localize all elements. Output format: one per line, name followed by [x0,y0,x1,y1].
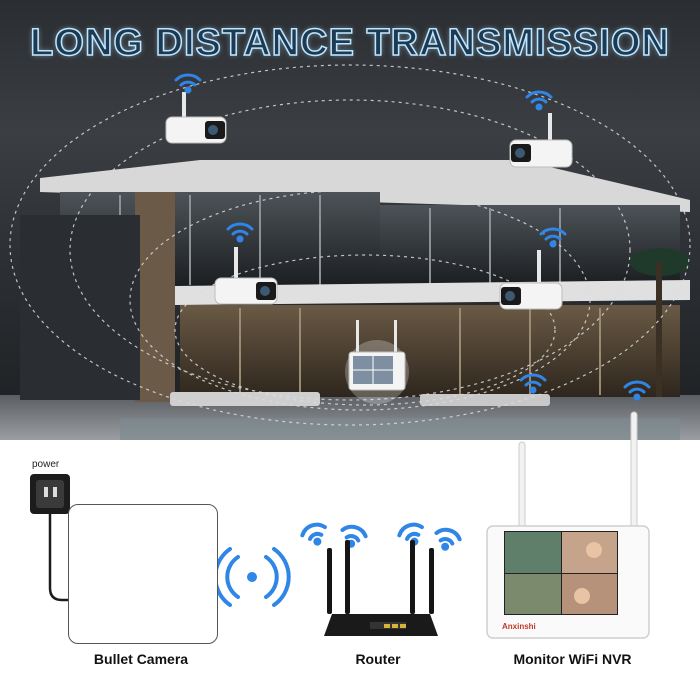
scene-nvr [345,320,409,404]
scene-camera-1 [165,92,227,144]
nvr-brand: Anxinshi [502,622,536,631]
house-scene: LONG DISTANCE TRANSMISSION [0,0,700,440]
caption-router: Router [355,651,401,667]
ground-window-frames [239,308,601,395]
caption-monitor-nvr: Monitor WiFi NVR [513,651,632,667]
ground-floor [180,305,680,397]
lounge-sofa-right [420,394,550,406]
headline-title: LONG DISTANCE TRANSMISSION [29,21,670,65]
palm-tree [630,248,690,397]
house-illustration [0,64,700,440]
wood-column [135,192,175,402]
pool-water [120,418,680,440]
scene-camera-2 [509,113,573,168]
left-wing [20,215,140,400]
wifi-icon [174,73,651,401]
power-label: power [32,459,60,470]
lounge-sofa [170,392,320,406]
scene-camera-3 [214,247,278,305]
upper-roof [40,160,690,212]
scene-camera-4 [499,250,563,310]
caption-bullet-camera: Bullet Camera [93,651,189,667]
upper-floor-right [380,205,680,285]
signal-orbits [9,64,691,426]
bullet-camera-box [68,504,218,644]
